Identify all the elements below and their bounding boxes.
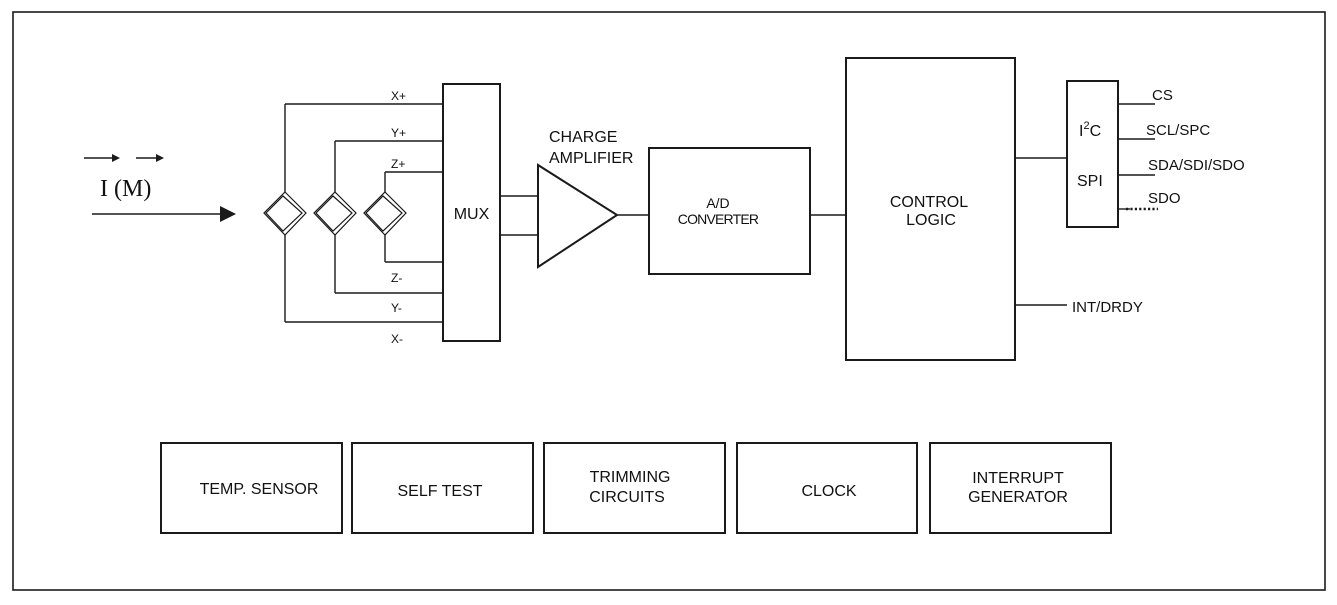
- mux-label: MUX: [454, 206, 490, 223]
- spi-label: SPI: [1077, 173, 1103, 190]
- pin-sdo-label: SDO: [1148, 190, 1181, 207]
- temp-sensor-block: [160, 442, 343, 534]
- adc-block: [648, 147, 811, 275]
- vector-arrow-i-head: [112, 154, 120, 162]
- control-logic-label-1: CONTROL: [890, 194, 968, 211]
- vector-arrow-m-head: [156, 154, 164, 162]
- control-logic-label-2: LOGIC: [906, 212, 956, 229]
- mux-input-z-plus: Z+: [391, 157, 405, 171]
- mux-input-z-minus: Z-: [391, 271, 402, 285]
- pin-sda-label: SDA/SDI/SDO: [1148, 157, 1245, 174]
- int-drdy-label: INT/DRDY: [1072, 299, 1143, 316]
- clock-label: CLOCK: [801, 483, 856, 500]
- input-vector: I (M): [84, 154, 236, 222]
- pin-cs-label: CS: [1152, 87, 1173, 104]
- bridge-y-inner: [315, 195, 353, 232]
- self-test-label: SELF TEST: [397, 483, 482, 500]
- trimming-circuits-block: [543, 442, 726, 534]
- interrupt-generator-block: [929, 442, 1112, 534]
- amplifier-label-1: CHARGE: [549, 129, 617, 146]
- vector-label: I (M): [100, 176, 151, 202]
- mux-input-y-minus: Y-: [391, 301, 402, 315]
- bridge-z: [363, 171, 443, 263]
- interrupt-label-1: INTERRUPT: [972, 470, 1064, 487]
- charge-amplifier-triangle: [537, 163, 619, 269]
- control-logic-block: [845, 57, 1016, 361]
- diagram-frame: [12, 11, 1326, 591]
- bridge-z-inner: [365, 195, 403, 232]
- trimming-label-2: CIRCUITS: [589, 489, 665, 506]
- i2c-label-sup: 2: [1083, 120, 1089, 132]
- amplifier-label-2: AMPLIFIER: [549, 150, 633, 167]
- field-arrow-head: [220, 206, 236, 222]
- clock-block: [736, 442, 918, 534]
- interface-block: [1066, 80, 1119, 228]
- mux-input-x-plus: X+: [391, 89, 406, 103]
- trimming-label-1: TRIMMING: [590, 469, 671, 486]
- bridge-x-inner: [265, 195, 303, 232]
- mux-input-x-minus: X-: [391, 332, 403, 346]
- bridge-x: [263, 103, 443, 323]
- temp-sensor-label: TEMP. SENSOR: [200, 481, 319, 498]
- self-test-block: [351, 442, 534, 534]
- mux-input-y-plus: Y+: [391, 126, 406, 140]
- adc-label-2: CONVERTER: [678, 211, 759, 227]
- i2c-label-tail: C: [1090, 123, 1102, 140]
- i2c-label-base: I: [1079, 123, 1083, 140]
- interrupt-label-2: GENERATOR: [968, 489, 1068, 506]
- i2c-label: I2C: [1079, 120, 1101, 140]
- pin-scl-label: SCL/SPC: [1146, 122, 1210, 139]
- bridge-y: [313, 140, 443, 294]
- mux-block: [442, 83, 501, 342]
- adc-label-1: A/D: [706, 195, 729, 211]
